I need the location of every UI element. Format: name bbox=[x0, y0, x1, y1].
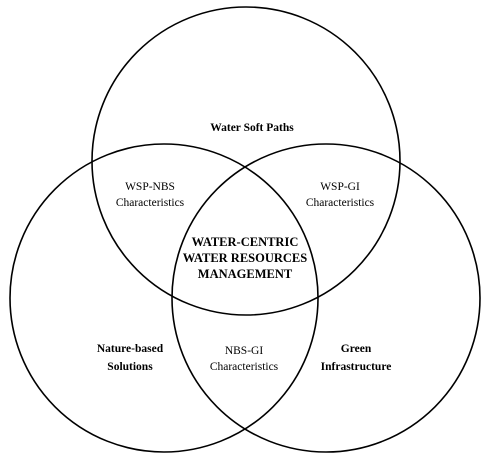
center-label-line1: WATER-CENTRIC bbox=[192, 235, 299, 249]
intersection-wsp-gi-subtitle: Characteristics bbox=[306, 197, 375, 209]
set-label-nature-based-line1: Nature-based bbox=[97, 343, 164, 355]
set-label-green-infrastructure-line2: Infrastructure bbox=[321, 361, 392, 373]
set-label-water-soft-paths: Water Soft Paths bbox=[210, 122, 294, 134]
center-label-line3: MANAGEMENT bbox=[198, 267, 293, 281]
circle-green-infrastructure bbox=[171, 143, 481, 453]
intersection-wsp-nbs-title: WSP-NBS bbox=[125, 181, 175, 193]
center-label-line2: WATER RESOURCES bbox=[183, 251, 307, 265]
intersection-nbs-gi-title: NBS-GI bbox=[225, 345, 264, 357]
intersection-nbs-gi-subtitle: Characteristics bbox=[210, 361, 279, 373]
set-label-nature-based-line2: Solutions bbox=[107, 361, 153, 373]
set-label-green-infrastructure-line1: Green bbox=[341, 343, 372, 355]
circle-nature-based-solutions bbox=[9, 143, 319, 453]
intersection-wsp-gi-title: WSP-GI bbox=[320, 181, 360, 193]
intersection-wsp-nbs-subtitle: Characteristics bbox=[116, 197, 185, 209]
